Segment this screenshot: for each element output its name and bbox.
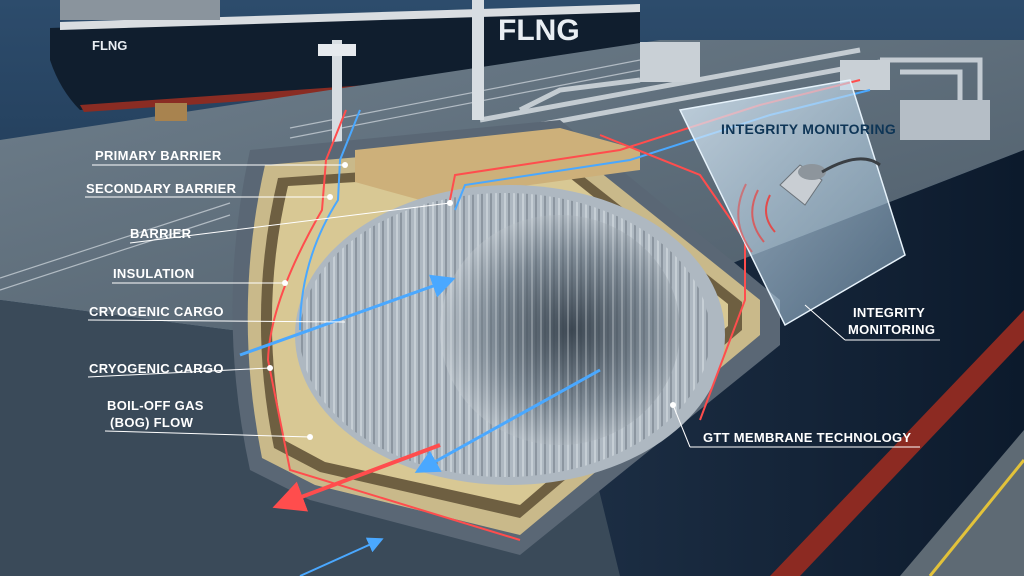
label-insulation: INSULATION	[113, 266, 194, 281]
quay-marking	[928, 459, 1024, 576]
integrity-monitoring-panel-title: INTEGRITY MONITORING	[721, 121, 896, 137]
label-bog-line-1: BOIL-OFF GAS	[107, 398, 204, 413]
label-cryogenic-cargo-2: CRYOGENIC CARGO	[89, 361, 224, 376]
glass-panel	[678, 79, 906, 327]
integrity-monitoring-panel: INTEGRITY MONITORING	[678, 79, 906, 327]
sensor-icon	[737, 157, 881, 253]
label-bog-line-2: (BOG) FLOW	[110, 415, 194, 430]
hull-name-large: FLNG	[498, 14, 580, 47]
hull-side	[560, 150, 1024, 576]
quay	[900, 430, 1024, 576]
cold-flow-arrow-2	[414, 368, 601, 473]
deck-equipment	[155, 42, 990, 140]
boil-off-flow-line-1	[266, 109, 521, 541]
label-integrity-line-2: MONITORING	[848, 322, 935, 337]
leader-dots	[267, 162, 676, 440]
hull-red-stripe	[770, 310, 1024, 576]
deck-railing	[0, 59, 641, 291]
label-secondary-barrier: SECONDARY BARRIER	[86, 181, 237, 196]
boil-off-flow-arrow	[272, 443, 441, 512]
leader-lines	[85, 164, 940, 448]
label-primary-barrier: PRIMARY BARRIER	[95, 148, 222, 163]
label-gtt-membrane: GTT MEMBRANE TECHNOLOGY	[703, 430, 911, 445]
label-cryogenic-cargo-1: CRYOGENIC CARGO	[89, 304, 224, 319]
hull-name-small: FLNG	[92, 38, 127, 53]
cold-flow-line-1	[299, 109, 361, 331]
cold-flow-arrow-3	[299, 537, 384, 576]
mast-left	[318, 40, 356, 145]
label-integrity-line-1: INTEGRITY	[853, 305, 925, 320]
membrane-interior-corrugation	[440, 215, 680, 445]
mast-center	[472, 0, 484, 120]
top-insulation-slab	[355, 128, 640, 200]
cold-flow-arrow-1	[239, 274, 456, 357]
label-barrier: BARRIER	[130, 226, 192, 241]
